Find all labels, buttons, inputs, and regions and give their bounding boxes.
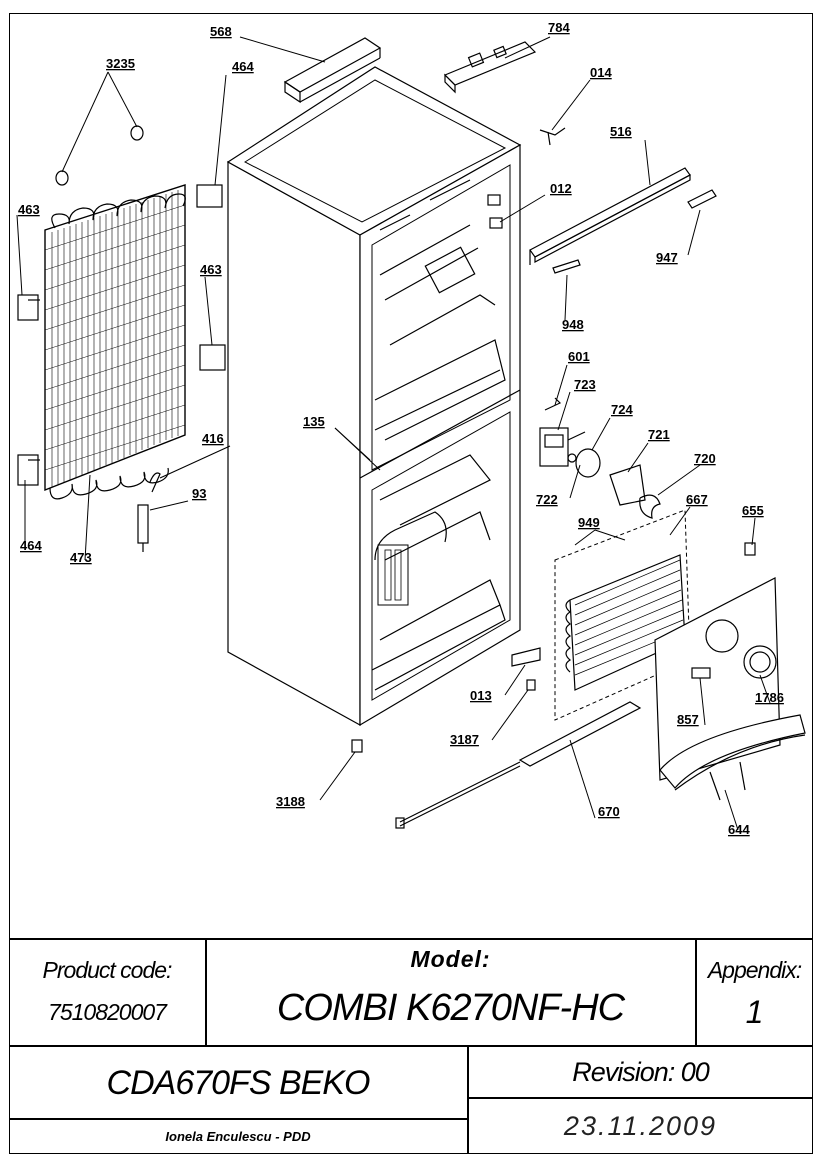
part-013 [511,647,541,667]
revision: Revision: 00 [572,1056,710,1087]
part-label: 416 [202,431,224,446]
part-label: 3187 [450,732,479,747]
fan-motor-724 [567,448,601,478]
part-label: 93 [192,486,206,501]
part-label: 1786 [755,690,784,705]
part-label: 013 [470,688,492,703]
board-784 [443,41,537,94]
part-label: 3188 [276,794,305,809]
part-label: 3235 [106,56,135,71]
part-label: 947 [656,250,678,265]
appendix-value: 1 [745,993,764,1030]
hinge-014 [539,127,566,146]
part-label: 463 [200,262,222,277]
part-label: 723 [574,377,596,392]
bracket-601 [544,397,562,411]
part-label: 667 [686,492,708,507]
part-label: 135 [303,414,325,429]
sensor-93 [137,504,149,552]
part-label: 568 [210,24,232,39]
part-label: 601 [568,349,590,364]
condenser-brackets [17,184,226,486]
strip-947 [687,189,717,209]
appendix-label: Appendix: [707,956,802,983]
part-label: 644 [728,822,750,837]
part-label: 720 [694,451,716,466]
part-label: 724 [611,402,633,417]
part-3187 [526,679,536,691]
model-value: COMBI K6270NF-HC [276,986,625,1029]
part-label: 464 [20,538,42,553]
foot-3188 [351,739,363,753]
part-label: 473 [70,550,92,565]
leader-lines [16,36,771,831]
part-label: 722 [536,492,558,507]
tray-644 [659,714,806,801]
part-label: 463 [18,202,40,217]
part-label: 784 [548,20,570,35]
strip-948 [552,259,581,274]
part-label: 670 [598,804,620,819]
handle-568 [283,37,382,104]
date: 23.11.2009 [563,1110,718,1141]
product-code-value: 7510820007 [48,998,167,1025]
part-label: 014 [590,65,612,80]
part-label: 012 [550,181,572,196]
variant-name: CDA670FS BEKO [106,1063,371,1102]
part-label: 516 [610,124,632,139]
part-label: 655 [742,503,764,518]
tube-416 [149,472,161,493]
part-number-labels: 568 784 3235 464 014 516 463 012 947 463… [18,20,784,837]
part-655 [744,542,756,556]
author: Ionela Enculescu - PDD [165,1128,311,1144]
part-label: 464 [232,59,254,74]
part-label: 721 [648,427,670,442]
fridge-cabinet [226,66,522,727]
drain-tray-670 [395,701,642,829]
switch-012 [489,217,503,229]
part-label: 948 [562,317,584,332]
product-code-label: Product code: [42,956,173,983]
model-label: Model: [410,945,491,972]
condenser-grid [44,184,186,500]
part-label: 857 [677,712,699,727]
fan-blade-720 [639,494,661,519]
rail-516 [529,167,691,265]
housing-723 [539,427,586,467]
part-label: 949 [578,515,600,530]
